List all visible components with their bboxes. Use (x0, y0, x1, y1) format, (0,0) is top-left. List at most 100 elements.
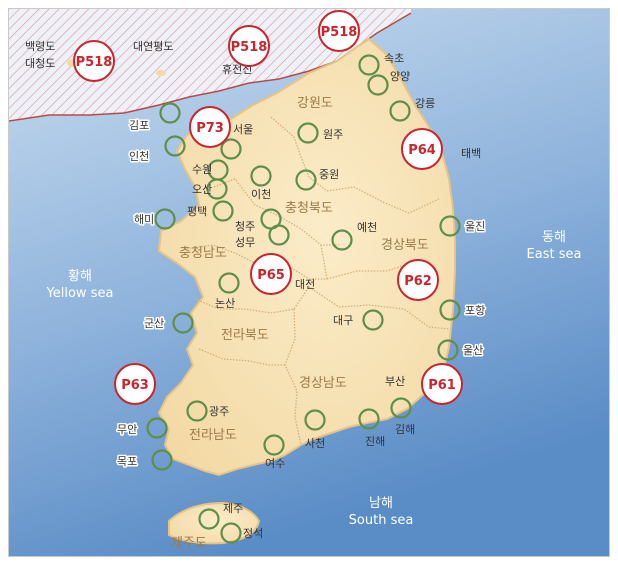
route-badge-p518[interactable]: P518 (318, 10, 360, 52)
label-gimpo: 김포 (129, 119, 149, 132)
route-badge-circle[interactable] (73, 40, 115, 82)
station-daegu[interactable] (362, 309, 384, 331)
route-badge-p61[interactable]: P61 (421, 363, 463, 405)
route-badge-p518[interactable]: P518 (73, 40, 115, 82)
label-taebaek: 태백 (461, 147, 481, 160)
label-cheongju: 청주 (235, 220, 255, 233)
sea-labels: 황해 Yellow sea 동해 East sea 남해 South sea (46, 230, 582, 528)
label-haemi: 해미 (134, 212, 154, 226)
route-badge-p73[interactable]: P73 (189, 106, 231, 148)
label-gangneung: 강릉 (415, 97, 435, 110)
route-badge-label: P65 (257, 268, 285, 283)
station-sacheon[interactable] (304, 409, 326, 431)
label-baengnyeongdo: 백령도 (25, 40, 55, 53)
station-osan[interactable] (206, 178, 228, 200)
label-yecheon: 예천 (357, 220, 377, 234)
station-uljin[interactable] (439, 215, 461, 237)
label-jinhae: 진해 (365, 434, 385, 448)
route-badge-circle[interactable] (250, 253, 292, 295)
label-yangyang: 양양 (390, 70, 410, 83)
label-gunsan: 군산 (144, 317, 164, 330)
station-haemi[interactable] (154, 208, 176, 230)
label-wonju: 원주 (323, 128, 343, 141)
province-gangwon: 강원도 (297, 96, 333, 111)
station-pohang[interactable] (439, 299, 461, 321)
sea-south-en: South sea (349, 513, 414, 528)
station-muan[interactable] (146, 417, 168, 439)
route-badge-label: P518 (231, 40, 268, 55)
sea-yellow-en: Yellow sea (46, 286, 114, 301)
route-badge-circle[interactable] (114, 363, 156, 405)
north-korea-zone (9, 9, 411, 121)
province-labels: 강원도 충청북도 충청남도 경상북도 전라북도 경상남도 전라남도 제주도 (171, 96, 429, 551)
route-badge-p65[interactable]: P65 (250, 253, 292, 295)
map-frame: 강원도 충청북도 충청남도 경상북도 전라북도 경상남도 전라남도 제주도 황해… (8, 8, 610, 557)
station-jungwon[interactable] (295, 169, 317, 191)
label-daeyeonpyeongdo: 대연평도 (133, 40, 173, 53)
label-daejeon: 대전 (295, 278, 315, 291)
label-jeongseok: 정석 (243, 527, 263, 540)
province-jeonbuk: 전라북도 (221, 328, 269, 343)
label-sokcho: 속초 (384, 52, 404, 65)
label-jungwon: 중원 (319, 168, 339, 181)
station-yangyang[interactable] (367, 74, 389, 96)
station-seoul[interactable] (220, 138, 242, 160)
route-badge-circle[interactable] (228, 25, 270, 67)
station-jeongseok[interactable] (220, 522, 242, 544)
label-muan: 무안 (117, 423, 137, 436)
station-yecheon[interactable] (331, 229, 353, 251)
province-gyeongbuk: 경상북도 (381, 238, 429, 253)
station-pyeongtaek[interactable] (212, 200, 234, 222)
label-yeosu: 여수 (265, 457, 285, 470)
label-uljin: 울진 (465, 220, 485, 233)
label-busan: 부산 (385, 375, 405, 388)
label-daegu: 대구 (333, 314, 353, 327)
station-gimhae[interactable] (390, 397, 412, 419)
label-gwangju: 광주 (209, 405, 229, 418)
route-badge-p518[interactable]: P518 (228, 25, 270, 67)
station-jinhae[interactable] (358, 408, 380, 430)
station-ulsan[interactable] (437, 339, 459, 361)
label-pyeongtaek: 평택 (187, 205, 207, 218)
station-gwangju[interactable] (186, 400, 208, 422)
route-badge-circle[interactable] (401, 128, 443, 170)
label-mokpo: 목포 (117, 455, 137, 468)
province-jeju: 제주도 (171, 536, 207, 551)
station-incheon[interactable] (164, 135, 186, 157)
label-ulsan: 울산 (463, 344, 483, 357)
station-markers (146, 54, 461, 544)
label-pohang: 포항 (465, 304, 485, 317)
station-gimpo[interactable] (159, 102, 181, 124)
label-osan: 오산 (192, 183, 212, 196)
label-incheon: 인천 (129, 149, 149, 163)
route-badge-circle[interactable] (397, 259, 439, 301)
station-gunsan[interactable] (172, 312, 194, 334)
sea-east-ko: 동해 (542, 230, 566, 245)
station-mokpo[interactable] (151, 449, 173, 471)
route-badge-label: P63 (121, 378, 149, 393)
korea-airspace-map: 강원도 충청북도 충청남도 경상북도 전라북도 경상남도 전라남도 제주도 황해… (9, 9, 609, 556)
route-badge-circle[interactable] (189, 106, 231, 148)
station-nonsan[interactable] (218, 272, 240, 294)
province-chungnam: 충청남도 (179, 246, 227, 261)
route-badge-p62[interactable]: P62 (397, 259, 439, 301)
station-yeosu[interactable] (263, 434, 285, 456)
label-seoul: 서울 (233, 123, 253, 136)
station-gangneung[interactable] (389, 100, 411, 122)
station-seongmu[interactable] (268, 224, 290, 246)
station-icheon[interactable] (250, 165, 272, 187)
route-badge-label: P61 (428, 378, 456, 393)
island-yeonpyeong (156, 70, 166, 76)
station-wonju[interactable] (297, 122, 319, 144)
station-sokcho[interactable] (358, 54, 380, 76)
route-badge-p63[interactable]: P63 (114, 363, 156, 405)
label-seongmu: 성무 (235, 236, 255, 249)
sea-east-en: East sea (527, 247, 582, 262)
route-badge-circle[interactable] (318, 10, 360, 52)
route-badge-p64[interactable]: P64 (401, 128, 443, 170)
route-badge-circle[interactable] (421, 363, 463, 405)
label-suwon: 수원 (192, 163, 212, 176)
route-badge-label: P518 (321, 25, 358, 40)
station-jeju[interactable] (198, 508, 220, 530)
